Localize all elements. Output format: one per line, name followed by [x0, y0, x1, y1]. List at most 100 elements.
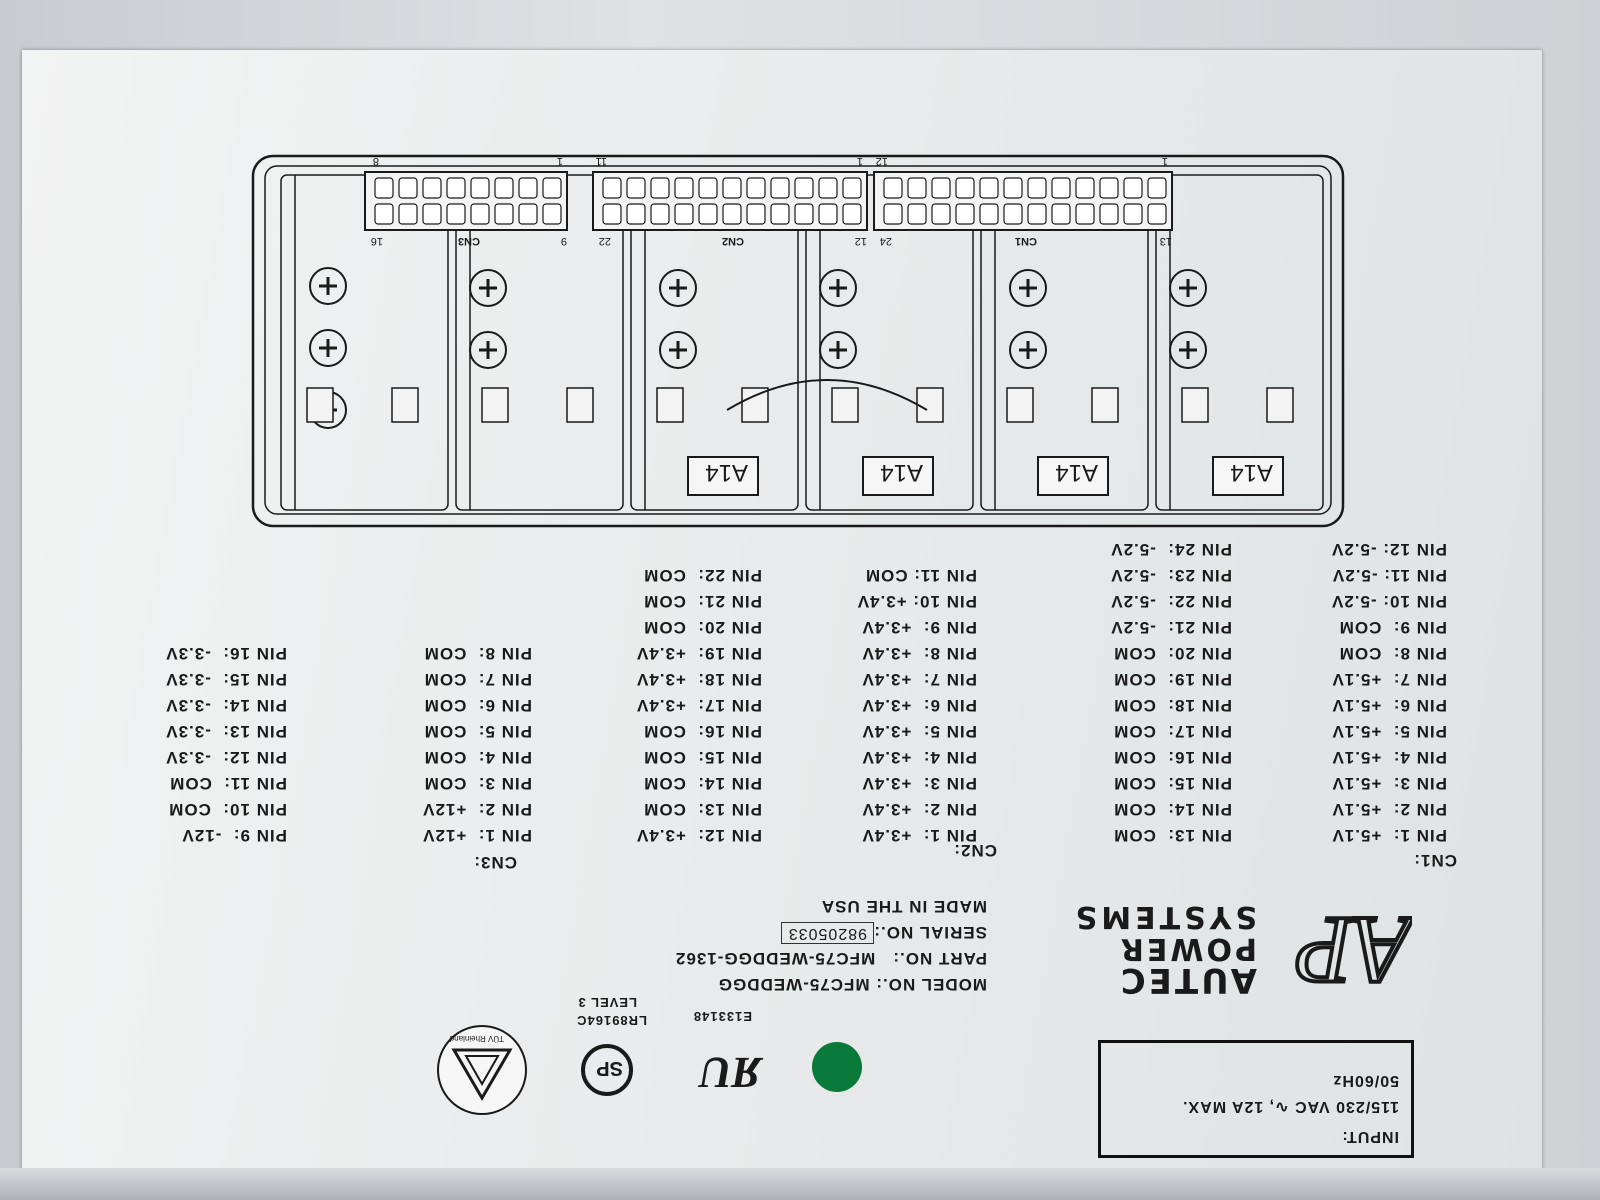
pin-socket	[1099, 203, 1119, 225]
green-dot	[812, 1042, 862, 1092]
module-bay: A14	[980, 174, 1149, 511]
cn3-col2-pin-row: PIN 16: -3.3V	[165, 644, 287, 663]
pin-number: 12	[855, 235, 867, 247]
label-content-rotated: INPUT: 115/230 VAC ∿, 12A MAX. 50/60Hz Я…	[22, 50, 1542, 1180]
cn1-col1-pin-row: PIN 4: +5.1V	[1331, 748, 1447, 767]
cn1-col1-pin-row: PIN 10: -5.2V	[1331, 592, 1447, 611]
made-in: MADE IN THE USA	[820, 897, 987, 916]
cn2-col1-pin-row: PIN 1: +3.4V	[861, 826, 977, 845]
cn2-col1-pin-row: PIN 7: +3.4V	[861, 670, 977, 689]
pin-number: 8	[373, 155, 379, 167]
pin-socket	[1003, 203, 1023, 225]
pin-number: 24	[880, 235, 892, 247]
pin-socket	[1027, 203, 1047, 225]
cn3-col2-pin-row: PIN 13: -3.3V	[165, 722, 287, 741]
clip-icon	[1266, 387, 1294, 423]
input-voltage: 115/230 VAC ∿, 12A MAX.	[1182, 1098, 1399, 1115]
module-label: A14	[705, 459, 748, 486]
cn1-col1-pin-row: PIN 12: -5.2V	[1331, 540, 1447, 559]
cn1-col1-pin-row: PIN 2: +5.1V	[1331, 800, 1447, 819]
cn2-col2-pin-row: PIN 14: COM	[643, 774, 762, 793]
pin-socket	[907, 177, 927, 199]
pin-number: 1	[1162, 155, 1168, 167]
cn3-col1-pin-row: PIN 7: COM	[423, 670, 532, 689]
pin-socket	[674, 177, 694, 199]
connector-label: CN2	[722, 235, 744, 247]
module-bay	[455, 174, 624, 511]
pin-socket	[722, 203, 742, 225]
pin-socket	[518, 203, 538, 225]
cn2-col1-pin-row: PIN 9: +3.4V	[861, 618, 977, 637]
pin-socket	[770, 203, 790, 225]
cn3-col2-pin-row: PIN 15: -3.3V	[165, 670, 287, 689]
pin-socket	[955, 203, 975, 225]
pin-socket	[1075, 177, 1095, 199]
connector-label: CN1	[1015, 235, 1037, 247]
module-bay	[280, 174, 449, 511]
pin-socket	[1075, 203, 1095, 225]
pin-socket	[650, 203, 670, 225]
screw-icon	[469, 269, 507, 307]
pin-socket	[746, 177, 766, 199]
pin-socket	[470, 203, 490, 225]
serial-label: SERIAL NO.:	[873, 923, 987, 942]
screw-icon	[1169, 331, 1207, 369]
cn3-col1-pin-row: PIN 5: COM	[423, 722, 532, 741]
cn1-col2-pin-row: PIN 21: -5.2V	[1110, 618, 1232, 637]
svg-text:SP: SP	[596, 1057, 623, 1079]
screw-cross	[479, 341, 497, 359]
pin-socket	[770, 177, 790, 199]
pin-socket	[446, 177, 466, 199]
serial-number: 98205033	[780, 922, 874, 944]
cn3-col1-pin-row: PIN 4: COM	[423, 748, 532, 767]
model-number: MODEL NO.: MFC75-WEDDGG	[717, 975, 987, 994]
pin-socket	[842, 177, 862, 199]
clip-icon	[741, 387, 769, 423]
pin-number: 11	[596, 155, 607, 167]
input-title: INPUT:	[1341, 1128, 1399, 1145]
pin-socket	[818, 177, 838, 199]
pin-socket	[1147, 203, 1167, 225]
pin-socket	[626, 177, 646, 199]
cn1-col1-pin-row: PIN 9: COM	[1338, 618, 1447, 637]
pin-socket	[931, 203, 951, 225]
pin-socket	[1123, 177, 1143, 199]
pin-socket	[398, 203, 418, 225]
cn1-col1-pin-row: PIN 7: +5.1V	[1331, 670, 1447, 689]
clip-icon	[916, 387, 944, 423]
clip-icon	[1091, 387, 1119, 423]
screw-cross	[319, 277, 337, 295]
cn1-col2-pin-row: PIN 13: COM	[1113, 826, 1232, 845]
pin-socket	[422, 203, 442, 225]
cn3-col1-pin-row: PIN 6: COM	[423, 696, 532, 715]
cn1-col2-pin-row: PIN 22: -5.2V	[1110, 592, 1232, 611]
pin-socket	[1003, 177, 1023, 199]
pin-socket	[494, 177, 514, 199]
pin-socket	[883, 177, 903, 199]
cn1-col1-pin-row: PIN 3: +5.1V	[1331, 774, 1447, 793]
clip-icon	[831, 387, 859, 423]
pin-socket	[907, 203, 927, 225]
cn1-col2-pin-row: PIN 23: -5.2V	[1110, 566, 1232, 585]
cn1-col1-pin-row: PIN 6: +5.1V	[1331, 696, 1447, 715]
pin-socket	[955, 177, 975, 199]
csa-icon: SP	[581, 1044, 633, 1096]
cn2-col2-pin-row: PIN 13: COM	[643, 800, 762, 819]
pin-socket	[626, 203, 646, 225]
clip-icon	[391, 387, 419, 423]
pin-socket	[374, 203, 394, 225]
cn1-col1-pin-row: PIN 5: +5.1V	[1331, 722, 1447, 741]
module-label-box	[687, 456, 759, 496]
cn1-col2-pin-row: PIN 18: COM	[1113, 696, 1232, 715]
pin-socket	[746, 203, 766, 225]
screw-cross	[1179, 279, 1197, 297]
clip-icon	[656, 387, 684, 423]
svg-text:AP: AP	[1295, 900, 1412, 1004]
cn1-col1-pin-row: PIN 8: COM	[1338, 644, 1447, 663]
screw-icon	[1009, 269, 1047, 307]
cn3-title: CN3:	[473, 853, 517, 872]
